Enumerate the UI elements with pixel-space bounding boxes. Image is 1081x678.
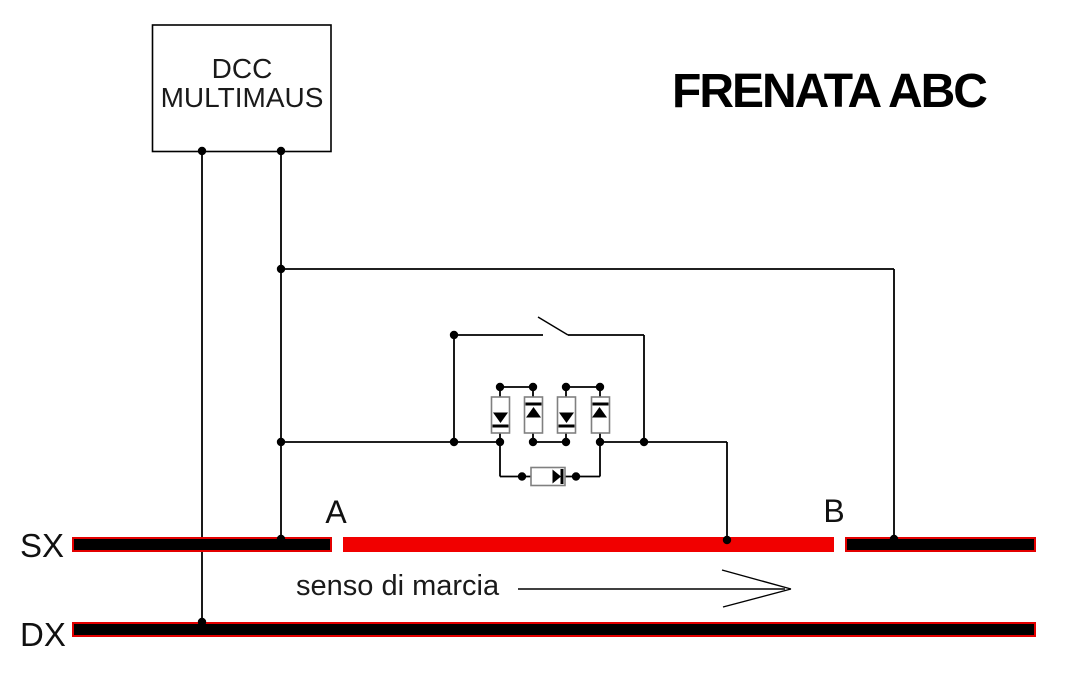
- junction-dot: [595, 382, 605, 392]
- diode-2-up-icon: [523, 396, 544, 434]
- diode-5-right-icon: [530, 466, 566, 487]
- junction-dot: [449, 437, 459, 447]
- junction-dot: [276, 264, 286, 274]
- junction-dot: [595, 437, 605, 447]
- rails: [72, 537, 1036, 637]
- junction-dot: [276, 534, 286, 544]
- sx-rail-brake-section: [343, 537, 834, 552]
- diode-4-up-icon: [590, 396, 611, 434]
- junction-dot: [722, 535, 732, 545]
- junction-dot: [528, 382, 538, 392]
- diode-1-down-icon: [490, 396, 511, 434]
- dx-rail-label: DX: [20, 616, 66, 653]
- switch-blade: [537, 316, 569, 336]
- dcc-box-label: DCC MULTIMAUS: [153, 54, 331, 112]
- junction-dot: [449, 330, 459, 340]
- junction-dots: [197, 146, 899, 627]
- junction-dot: [197, 617, 207, 627]
- bypass-switch-open: [453, 316, 645, 442]
- section-end-label: B: [823, 493, 845, 529]
- junction-dot: [639, 437, 649, 447]
- junction-dot: [517, 472, 527, 481]
- junction-dot: [276, 146, 286, 156]
- junction-dot: [561, 437, 571, 447]
- dcc-box-label-line1: DCC: [211, 53, 273, 84]
- junction-dot: [571, 472, 581, 481]
- section-start-label: A: [325, 494, 347, 530]
- sx-rail-right-section: [845, 537, 1036, 552]
- wires: [201, 151, 895, 621]
- dcc-box-label-line2: MULTIMAUS: [160, 82, 324, 113]
- direction-arrow-icon: [518, 569, 792, 608]
- diode-3-down-icon: [556, 396, 577, 434]
- junction-dot: [889, 534, 899, 544]
- junction-dot: [561, 382, 571, 392]
- abc-diode-network: [490, 396, 611, 487]
- junction-dot: [197, 146, 207, 156]
- page-title: FRENATA ABC: [672, 65, 988, 118]
- junction-dot: [276, 437, 286, 447]
- sx-rail-left-section: [72, 537, 332, 552]
- dcc-box-outline: [151, 24, 332, 153]
- sx-rail-label: SX: [20, 527, 65, 564]
- junction-dot: [495, 382, 505, 392]
- dx-rail: [72, 622, 1036, 637]
- direction-of-travel-label: senso di marcia: [296, 570, 500, 602]
- junction-dot: [528, 437, 538, 447]
- junction-dot: [495, 437, 505, 447]
